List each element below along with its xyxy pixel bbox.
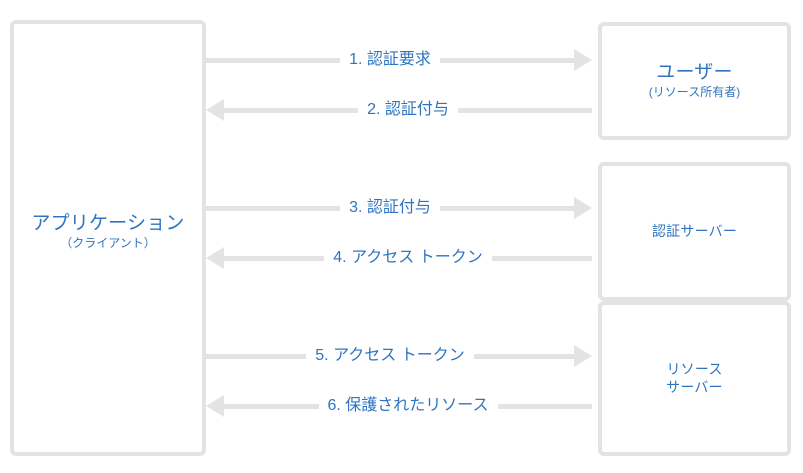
flow-5-label: 5. アクセス トークン [315,347,465,364]
flow-arrow-4: 4. アクセス トークン [206,245,592,271]
flow-arrow-2: 2. 認証付与 [206,97,593,123]
flow-3-line-right [439,205,575,211]
flow-3-label: 3. 認証付与 [349,199,431,216]
flow-3-line-left [206,205,341,211]
application-subtitle: （クライアント） [60,236,156,251]
arrow-head-left-icon [206,247,224,269]
application-title: アプリケーション [31,213,185,235]
flow-arrow-5: 5. アクセス トークン [206,343,592,369]
flow-4-label: 4. アクセス トークン [333,249,483,266]
node-user: ユーザー (リソース所有者) [598,22,791,140]
flow-5-line-right [473,353,574,359]
arrow-head-right-icon [574,49,593,71]
flow-arrow-1: 1. 認証要求 [206,47,593,73]
flow-arrow-6: 6. 保護されたリソース [206,393,592,419]
node-application: アプリケーション （クライアント） [10,20,206,456]
flow-arrow-3: 3. 認証付与 [206,195,593,221]
arrow-head-left-icon [206,99,224,121]
flow-1-line-left [206,57,341,63]
user-title: ユーザー [656,62,733,84]
user-subtitle: (リソース所有者) [648,85,741,100]
flow-4-line-left [224,255,325,261]
resource-server-title-line2: サーバー [666,378,723,395]
application-label-stack: アプリケーション （クライアント） [31,212,184,252]
flow-2-line-left [224,107,359,113]
arrow-head-right-icon [574,345,592,367]
flow-1-label: 1. 認証要求 [349,51,431,68]
flow-6-line-right [497,403,592,409]
flow-2-label: 2. 認証付与 [367,101,449,118]
node-resource-server: リソース サーバー [598,301,791,456]
flow-4-line-right [491,255,592,261]
flow-2-line-right [457,107,593,113]
flow-5-line-left [206,353,307,359]
flow-1-line-right [439,57,575,63]
arrow-head-right-icon [574,197,593,219]
node-auth-server: 認証サーバー [598,162,791,301]
flow-6-line-left [224,403,319,409]
arrow-head-left-icon [206,395,224,417]
resource-server-title-line1: リソース [666,361,723,378]
auth-server-title: 認証サーバー [651,222,738,239]
flow-6-label: 6. 保護されたリソース [327,397,489,414]
